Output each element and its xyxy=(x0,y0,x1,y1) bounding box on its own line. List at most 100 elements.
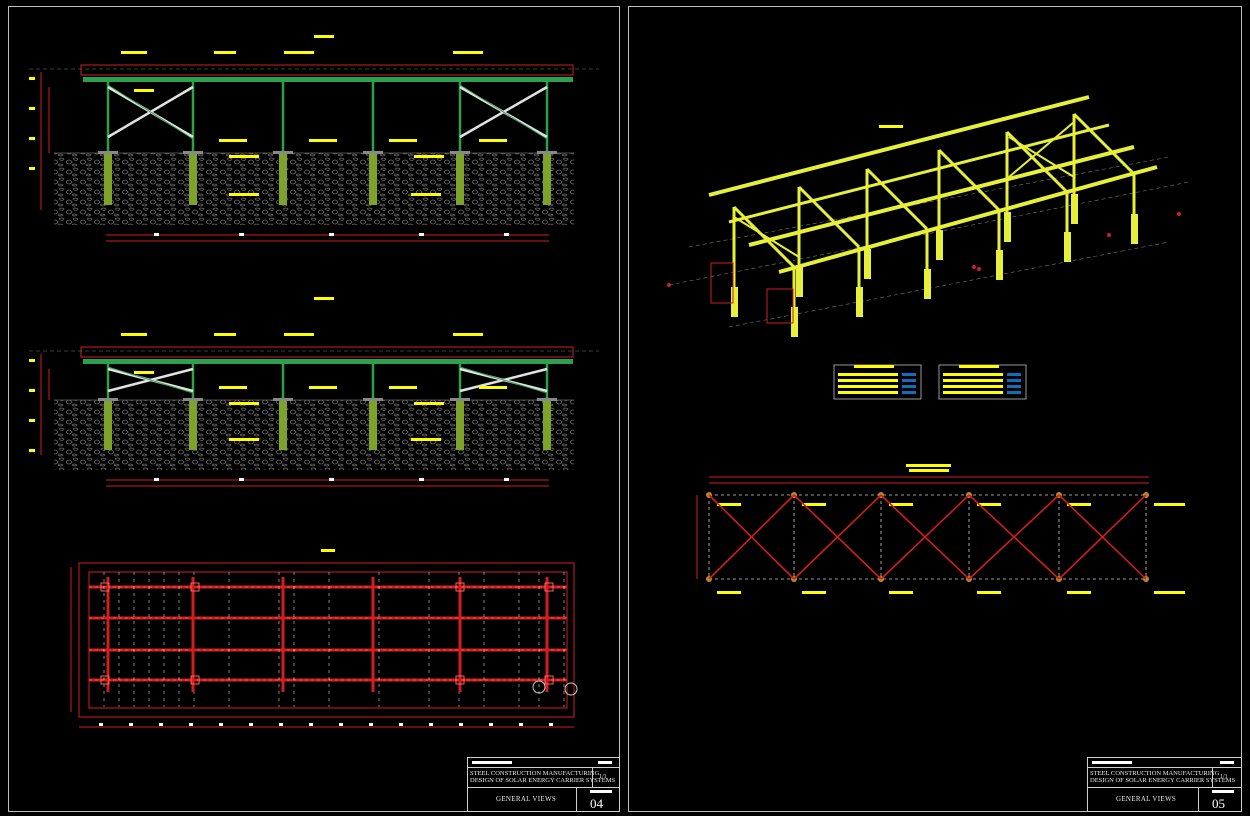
level-tag xyxy=(29,77,35,80)
level-tag xyxy=(29,107,35,110)
dimension-text xyxy=(239,478,244,481)
top-beam xyxy=(83,359,573,364)
cross-brace-edge xyxy=(459,84,548,140)
concrete-pile xyxy=(369,153,377,205)
legend-value xyxy=(902,391,916,394)
annotation-tag xyxy=(229,193,259,196)
concrete-pile xyxy=(104,400,112,450)
grid-bubble xyxy=(667,283,671,287)
iso-rafter xyxy=(937,148,1001,212)
annotation-tag xyxy=(889,503,913,506)
bracing-title-bar xyxy=(909,469,949,472)
iso-title-tag xyxy=(879,125,903,128)
title-block-rule xyxy=(1088,787,1241,788)
base-plate xyxy=(273,151,293,154)
title-block-bar xyxy=(590,790,612,793)
legend-value xyxy=(1007,385,1021,388)
cross-brace-edge xyxy=(459,366,548,394)
title-block-rule xyxy=(468,767,619,768)
title-block-bar xyxy=(1212,790,1234,793)
ground-grid-line xyxy=(668,181,1190,286)
annotation-tag xyxy=(214,51,236,54)
panel-outline xyxy=(80,346,574,358)
annotation-tag xyxy=(453,51,483,54)
section-marker xyxy=(532,680,546,694)
left-sheet-drawing xyxy=(29,35,599,728)
annotation-tag xyxy=(414,402,444,405)
column-marker xyxy=(544,582,554,592)
rail-beam xyxy=(728,123,1110,224)
base-plate xyxy=(537,398,557,401)
iso-pile xyxy=(936,230,943,260)
dimension-text xyxy=(369,723,373,726)
title-block-bar xyxy=(1220,761,1234,764)
dimension-text xyxy=(309,723,313,726)
annotation-tag xyxy=(977,503,1001,506)
dimension-text xyxy=(279,723,283,726)
dimension-text xyxy=(489,723,493,726)
dimension-text xyxy=(219,723,223,726)
dimension-text xyxy=(329,233,334,236)
annotation-tag xyxy=(284,333,314,336)
annotation-tag xyxy=(717,503,741,506)
base-plate xyxy=(183,398,203,401)
grid-bubble xyxy=(1107,233,1111,237)
concrete-pile xyxy=(543,153,551,205)
column-marker xyxy=(455,675,465,685)
legend-row xyxy=(943,391,1003,394)
title-block-company: STEEL CONSTRUCTION MANUFACTURING xyxy=(470,770,600,777)
legend-value xyxy=(1007,379,1021,382)
legend-value xyxy=(1007,391,1021,394)
level-tag xyxy=(29,419,35,422)
dimension-text xyxy=(239,233,244,236)
title-block-rule xyxy=(1088,767,1241,768)
base-plate xyxy=(363,151,383,154)
dimension-text xyxy=(419,478,424,481)
legend-row xyxy=(943,379,1003,382)
annotation-tag xyxy=(411,438,441,441)
title-block-bar xyxy=(598,761,612,764)
grid-bubble xyxy=(977,267,981,271)
iso-pile xyxy=(924,269,931,299)
dimension-text xyxy=(189,723,193,726)
gravel-bed xyxy=(54,153,574,225)
panel-outline xyxy=(80,64,574,76)
annotation-tag xyxy=(309,139,337,142)
annotation-tag xyxy=(389,386,417,389)
iso-rafter xyxy=(865,167,929,231)
legend-header xyxy=(854,365,894,368)
dimension-text xyxy=(249,723,253,726)
grid-bubble xyxy=(1177,212,1181,216)
iso-rafter xyxy=(732,205,796,269)
plan-frame xyxy=(88,571,568,709)
column-marker xyxy=(100,582,110,592)
dimension-text xyxy=(549,723,553,726)
title-block-rule xyxy=(592,767,593,787)
title-block-rule xyxy=(1212,767,1213,787)
title-block-project: DESIGN OF SOLAR ENERGY CARRIER SYSTEMS xyxy=(470,777,616,784)
annotation-tag xyxy=(411,193,441,196)
concrete-pile xyxy=(189,400,197,450)
annotation-tag xyxy=(479,139,507,142)
level-tag xyxy=(29,389,35,392)
dimension-text xyxy=(339,723,343,726)
annotation-tag xyxy=(229,155,259,158)
legend-value xyxy=(902,373,916,376)
drawing-sheet-05: STEEL CONSTRUCTION MANUFACTURING DESIGN … xyxy=(628,6,1242,812)
dimension-text xyxy=(399,723,403,726)
concrete-pile xyxy=(279,153,287,205)
annotation-tag xyxy=(977,591,1001,594)
title-block-rule xyxy=(468,787,619,788)
title-block-title: GENERAL VIEWS xyxy=(496,795,557,803)
title-block-page-number: 04 xyxy=(590,796,603,811)
title-block-bar xyxy=(472,761,512,764)
legend-row xyxy=(838,373,898,376)
iso-pile xyxy=(1004,212,1011,242)
concrete-pile xyxy=(543,400,551,450)
iso-pile xyxy=(731,287,738,317)
rail-beam xyxy=(778,165,1158,274)
base-plate xyxy=(273,398,293,401)
iso-pile xyxy=(1071,194,1078,224)
level-tag xyxy=(29,449,35,452)
legend-row xyxy=(838,385,898,388)
